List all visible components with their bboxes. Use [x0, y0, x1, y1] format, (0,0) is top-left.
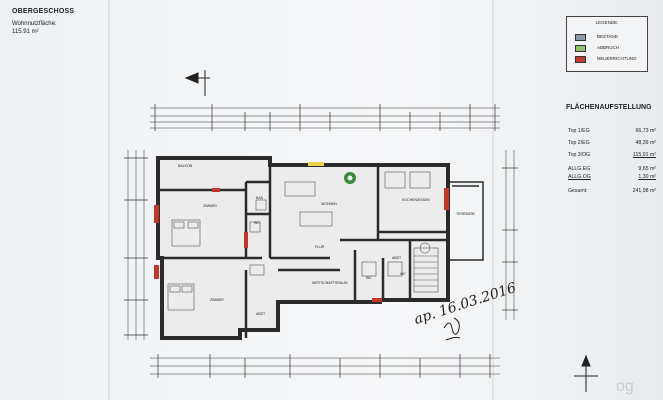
- legend-swatch: [575, 45, 586, 52]
- room-label-wirtschaftsraum: WIRTSCHAFTSRAUM: [312, 281, 348, 285]
- room-label-kochen: KOCHEN/ESSEN: [402, 198, 430, 202]
- area-row-name: Gesamt:: [568, 188, 588, 194]
- area-row-value: 9,65 m²: [638, 166, 656, 172]
- room-label-abst-2: ABST: [392, 256, 402, 260]
- area-schedule-title: FLÄCHENAUFSTELLUNG: [566, 104, 652, 111]
- living-area-label: Wohnnutzfläche:: [12, 21, 57, 27]
- area-row-name: ALLG.EG: [568, 166, 591, 172]
- room-label-balkon: BALKON: [178, 164, 193, 168]
- north-arrow-icon: [574, 354, 598, 392]
- room-label-wc-2: WC: [366, 276, 372, 280]
- left-dimension-lines: [124, 150, 148, 340]
- legend-label: NEUERRICHTUNG: [597, 56, 637, 61]
- area-row-total: Gesamt: 241,98 m²: [568, 188, 656, 196]
- legend-swatch: [575, 56, 586, 63]
- signature: [443, 317, 461, 341]
- legend-label: BESTAND: [597, 34, 618, 39]
- floor-title: OBERGESCHOSS: [12, 8, 75, 15]
- legend-label: ABBRUCH: [597, 45, 620, 50]
- area-row: Top 1/EG 66,73 m²: [568, 128, 656, 136]
- new-construction-marks: [154, 188, 449, 302]
- section-marker: [184, 70, 210, 96]
- legend-title: LEGENDE:: [595, 20, 619, 25]
- area-row-value: 48,39 m²: [635, 140, 656, 146]
- legend-box: LEGENDE: BESTAND ABBRUCH NEUERRICHTUNG: [566, 16, 648, 72]
- furniture: [167, 171, 439, 311]
- bottom-dimension-lines: [150, 354, 500, 378]
- paper-fold: [108, 0, 110, 400]
- staircase: [414, 255, 438, 287]
- living-area-value: 115.91 m²: [12, 29, 39, 35]
- area-row-value: 115,91 m²: [633, 152, 656, 158]
- area-row-name: Top 2/EG: [568, 140, 590, 146]
- room-label-wc-3: WC: [400, 272, 406, 276]
- legend-swatch: [575, 34, 586, 41]
- page-mark: og: [616, 378, 634, 395]
- room-label-zimmer-1: ZIMMER: [203, 204, 217, 208]
- room-label-abst: ABST: [256, 312, 266, 316]
- area-row: Top 2/EG 48,39 m²: [568, 140, 656, 148]
- room-label-bad: BAD: [256, 196, 264, 200]
- plant: [344, 172, 356, 184]
- room-label-flur: FLUR: [315, 245, 325, 249]
- terrace-outline: [447, 181, 484, 261]
- right-dimension-lines: [502, 150, 518, 320]
- top-dimension-lines: [150, 104, 500, 131]
- area-row-name: ALLG.OG: [568, 174, 591, 180]
- area-row-name: Top 1/EG: [568, 128, 590, 134]
- area-row-value: 241,98 m²: [632, 188, 656, 194]
- area-row: ALLG.EG 9,65 m²: [568, 166, 656, 174]
- room-label-terrasse: TERRASSE: [456, 212, 475, 216]
- room-label-wohnen: WOHNEN: [321, 202, 337, 206]
- demolition-marks: [308, 162, 324, 166]
- paper-fold: [492, 0, 494, 400]
- exterior-walls: [156, 156, 450, 340]
- room-label-zimmer-2: ZIMMER: [210, 298, 224, 302]
- area-row: ALLG.OG 1,30 m²: [568, 174, 656, 182]
- area-row: Top 3/OG 115,91 m²: [568, 152, 656, 160]
- room-label-wc: WC: [254, 221, 260, 225]
- area-row-value: 1,30 m²: [638, 174, 656, 180]
- area-row-name: Top 3/OG: [568, 152, 591, 158]
- area-row-value: 66,73 m²: [635, 128, 656, 134]
